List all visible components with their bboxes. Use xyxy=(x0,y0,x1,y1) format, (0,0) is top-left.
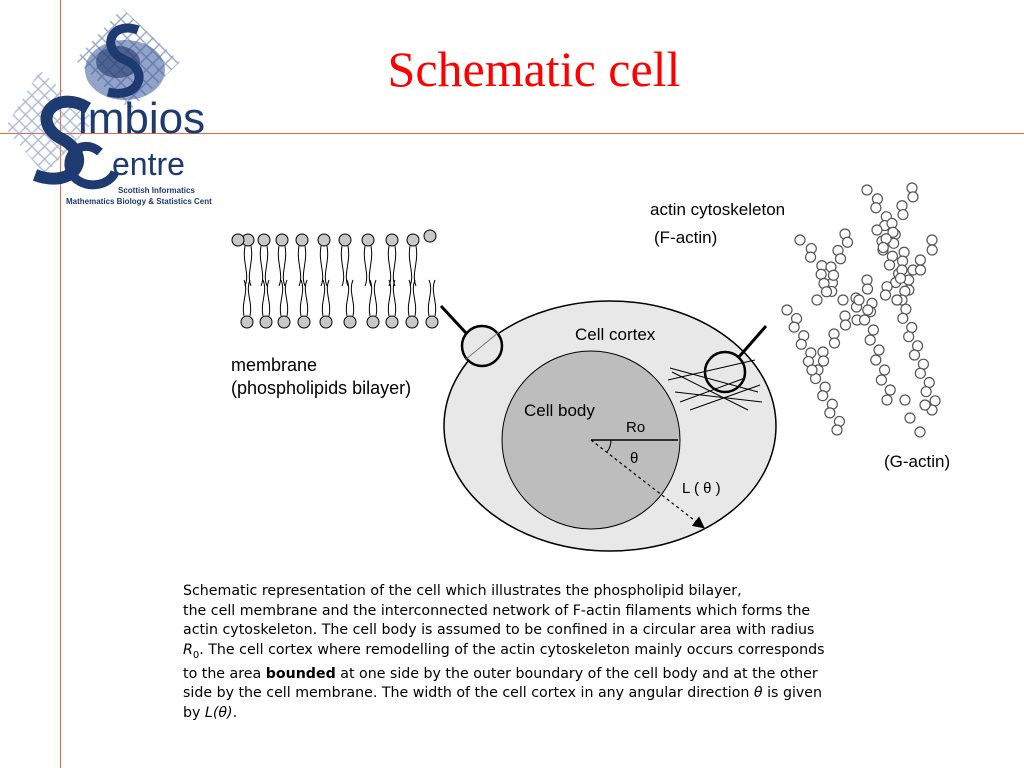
radius-symbol: R xyxy=(183,641,193,658)
angle-arc xyxy=(606,439,612,453)
caption-text: to the area xyxy=(183,665,266,682)
width-label: L ( θ ) xyxy=(682,480,721,497)
logo-name-part1: imbios xyxy=(78,94,205,143)
caption-text: . The cell cortex where remodelling of t… xyxy=(199,641,825,658)
cell-cortex-label: Cell cortex xyxy=(575,325,656,344)
logo-graphic: imbios entre Scottish Informatics Mathem… xyxy=(5,8,212,206)
membrane-pointer-line xyxy=(439,304,468,335)
caption-line: actin cytoskeleton. The cell body is ass… xyxy=(183,622,815,638)
actin-filament-chains xyxy=(781,182,941,438)
caption-line: to the area bounded at one side by the o… xyxy=(183,665,923,685)
actin-label-line2: (F-actin) xyxy=(654,228,717,247)
radius-label: Ro xyxy=(626,419,645,436)
caption-text: . xyxy=(232,704,238,721)
slide-vertical-rule xyxy=(60,0,61,768)
caption-text: side by the cell membrane. The width of … xyxy=(183,685,754,702)
slide-horizontal-rule xyxy=(0,133,1024,134)
theta-symbol: θ xyxy=(753,685,763,702)
logo-name-part2: entre xyxy=(112,146,185,182)
cell-body-label: Cell body xyxy=(524,401,595,420)
simbios-logo: imbios entre Scottish Informatics Mathem… xyxy=(0,0,240,215)
phospholipid-bilayer xyxy=(231,229,439,329)
g-actin-label: (G-actin) xyxy=(884,452,950,471)
actin-pointer-line xyxy=(736,325,768,359)
caption-text: is given xyxy=(762,685,823,702)
width-symbol: L(θ) xyxy=(204,704,233,721)
caption-line: side by the cell membrane. The width of … xyxy=(183,684,923,704)
membrane-label-line2: (phospholipids bilayer) xyxy=(231,378,411,398)
radius-subscript: 0 xyxy=(192,649,200,661)
page-title: Schematic cell xyxy=(387,41,681,97)
caption-bold-text: bounded xyxy=(265,665,336,682)
caption-line: Schematic representation of the cell whi… xyxy=(183,583,742,599)
actin-zoom-circle xyxy=(703,350,747,394)
caption-text: by xyxy=(183,704,205,721)
caption-line: R0. The cell cortex where remodelling of… xyxy=(183,641,923,665)
caption-line: by L(θ). xyxy=(183,704,923,724)
logo-subtitle-line2: Mathematics Biology & Statistics Cent xyxy=(66,197,212,206)
caption-line: the cell membrane and the interconnected… xyxy=(183,602,811,619)
actin-label-line1: actin cytoskeleton xyxy=(650,200,785,219)
membrane-label-line1: membrane xyxy=(231,355,317,375)
figure-caption: Schematic representation of the cell whi… xyxy=(183,582,923,723)
cortex-filaments xyxy=(667,359,763,411)
angle-label: θ xyxy=(630,450,638,467)
logo-subtitle-line1: Scottish Informatics xyxy=(118,186,195,195)
caption-text: at one side by the outer boundary of the… xyxy=(335,665,818,682)
